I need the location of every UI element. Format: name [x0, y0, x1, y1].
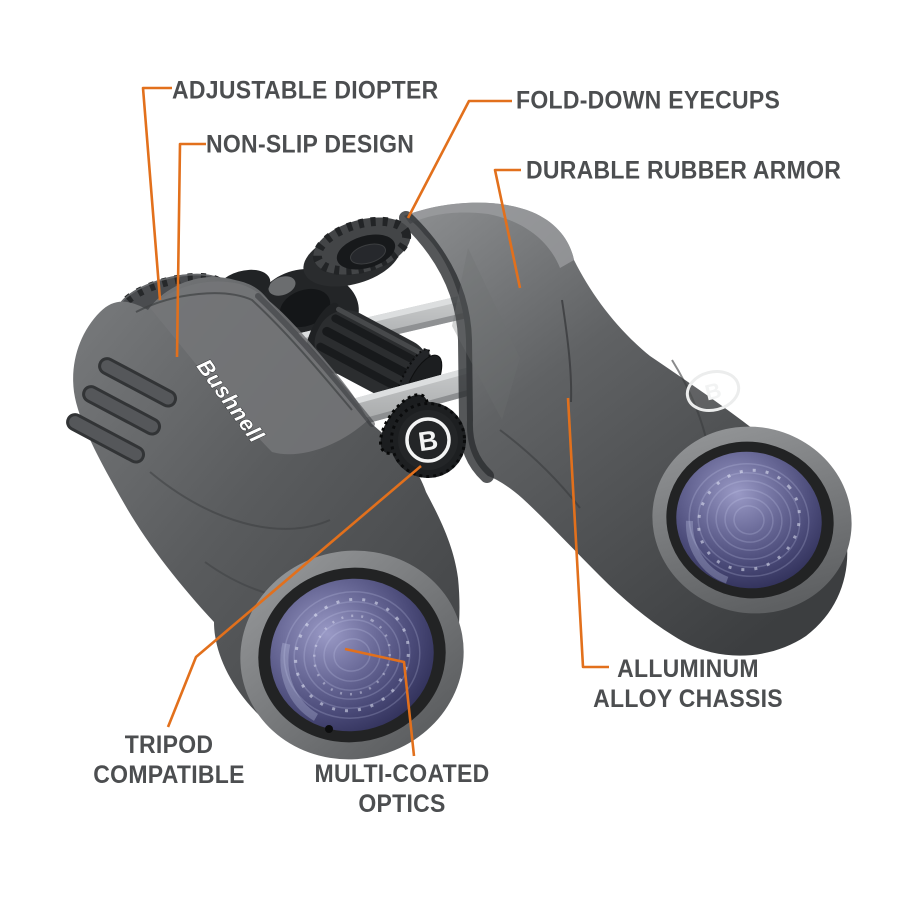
callout-label-line1: ALLUMINUM: [617, 655, 759, 683]
callout-label-line1: TRIPOD: [124, 731, 214, 759]
callout-label-line2: ALLOY CHASSIS: [593, 685, 783, 713]
inner-edge-shadow: [255, 293, 375, 427]
callout-line-non-slip-design: [175, 142, 206, 358]
callout-label-non-slip-design: NON-SLIP DESIGN: [206, 130, 415, 159]
right-eyecup: [303, 216, 412, 287]
callout-label-fold-down-eyecups: FOLD-DOWN EYECUPS: [516, 86, 781, 115]
focus-knob: B: [379, 393, 466, 478]
callout-label-adjustable-diopter: ADJUSTABLE DIOPTER: [172, 76, 439, 105]
callout-line-adjustable-diopter: [141, 86, 172, 301]
armor-seam: [135, 292, 353, 411]
callout-line-tripod-compatible: [166, 465, 422, 728]
grip-grooves: [66, 357, 178, 464]
callout-label-line1: MULTI-COATED: [314, 760, 490, 788]
armor-seam: [561, 299, 573, 403]
chassis-badge: B: [685, 370, 741, 412]
callout-label-tripod-compatible: TRIPOD COMPATIBLE: [93, 730, 244, 790]
armor-seam: [149, 471, 331, 530]
callout-label-line2: OPTICS: [358, 790, 446, 818]
callout-label-durable-rubber-armor: DURABLE RUBBER ARMOR: [526, 156, 842, 185]
right-barrel-top-face: [404, 202, 574, 268]
right-barrel: B: [399, 202, 852, 656]
callout-label-line2: COMPATIBLE: [93, 761, 245, 789]
left-barrel-top-face: [150, 281, 368, 455]
chassis-badge-letter: B: [702, 377, 723, 405]
callout-line-multi-coated-optics: [344, 647, 416, 757]
inner-edge-shadow: [399, 211, 494, 483]
right-objective-lens: [652, 426, 852, 614]
focus-knob-letter: B: [416, 425, 439, 457]
callout-line-aluminum-alloy-chassis: [566, 397, 609, 669]
housing-crease: [452, 248, 520, 420]
focus-wheel: [305, 302, 443, 412]
callout-line-fold-down-eyecups: [406, 99, 512, 219]
bezel-notch: [325, 725, 333, 733]
callout-label-aluminum-alloy-chassis: ALLUMINUM ALLOY CHASSIS: [593, 654, 783, 714]
left-barrel: Bushnell: [66, 269, 464, 760]
callout-label-multi-coated-optics: MULTI-COATED OPTICS: [315, 759, 490, 819]
callout-line-durable-rubber-armor: [493, 168, 522, 289]
